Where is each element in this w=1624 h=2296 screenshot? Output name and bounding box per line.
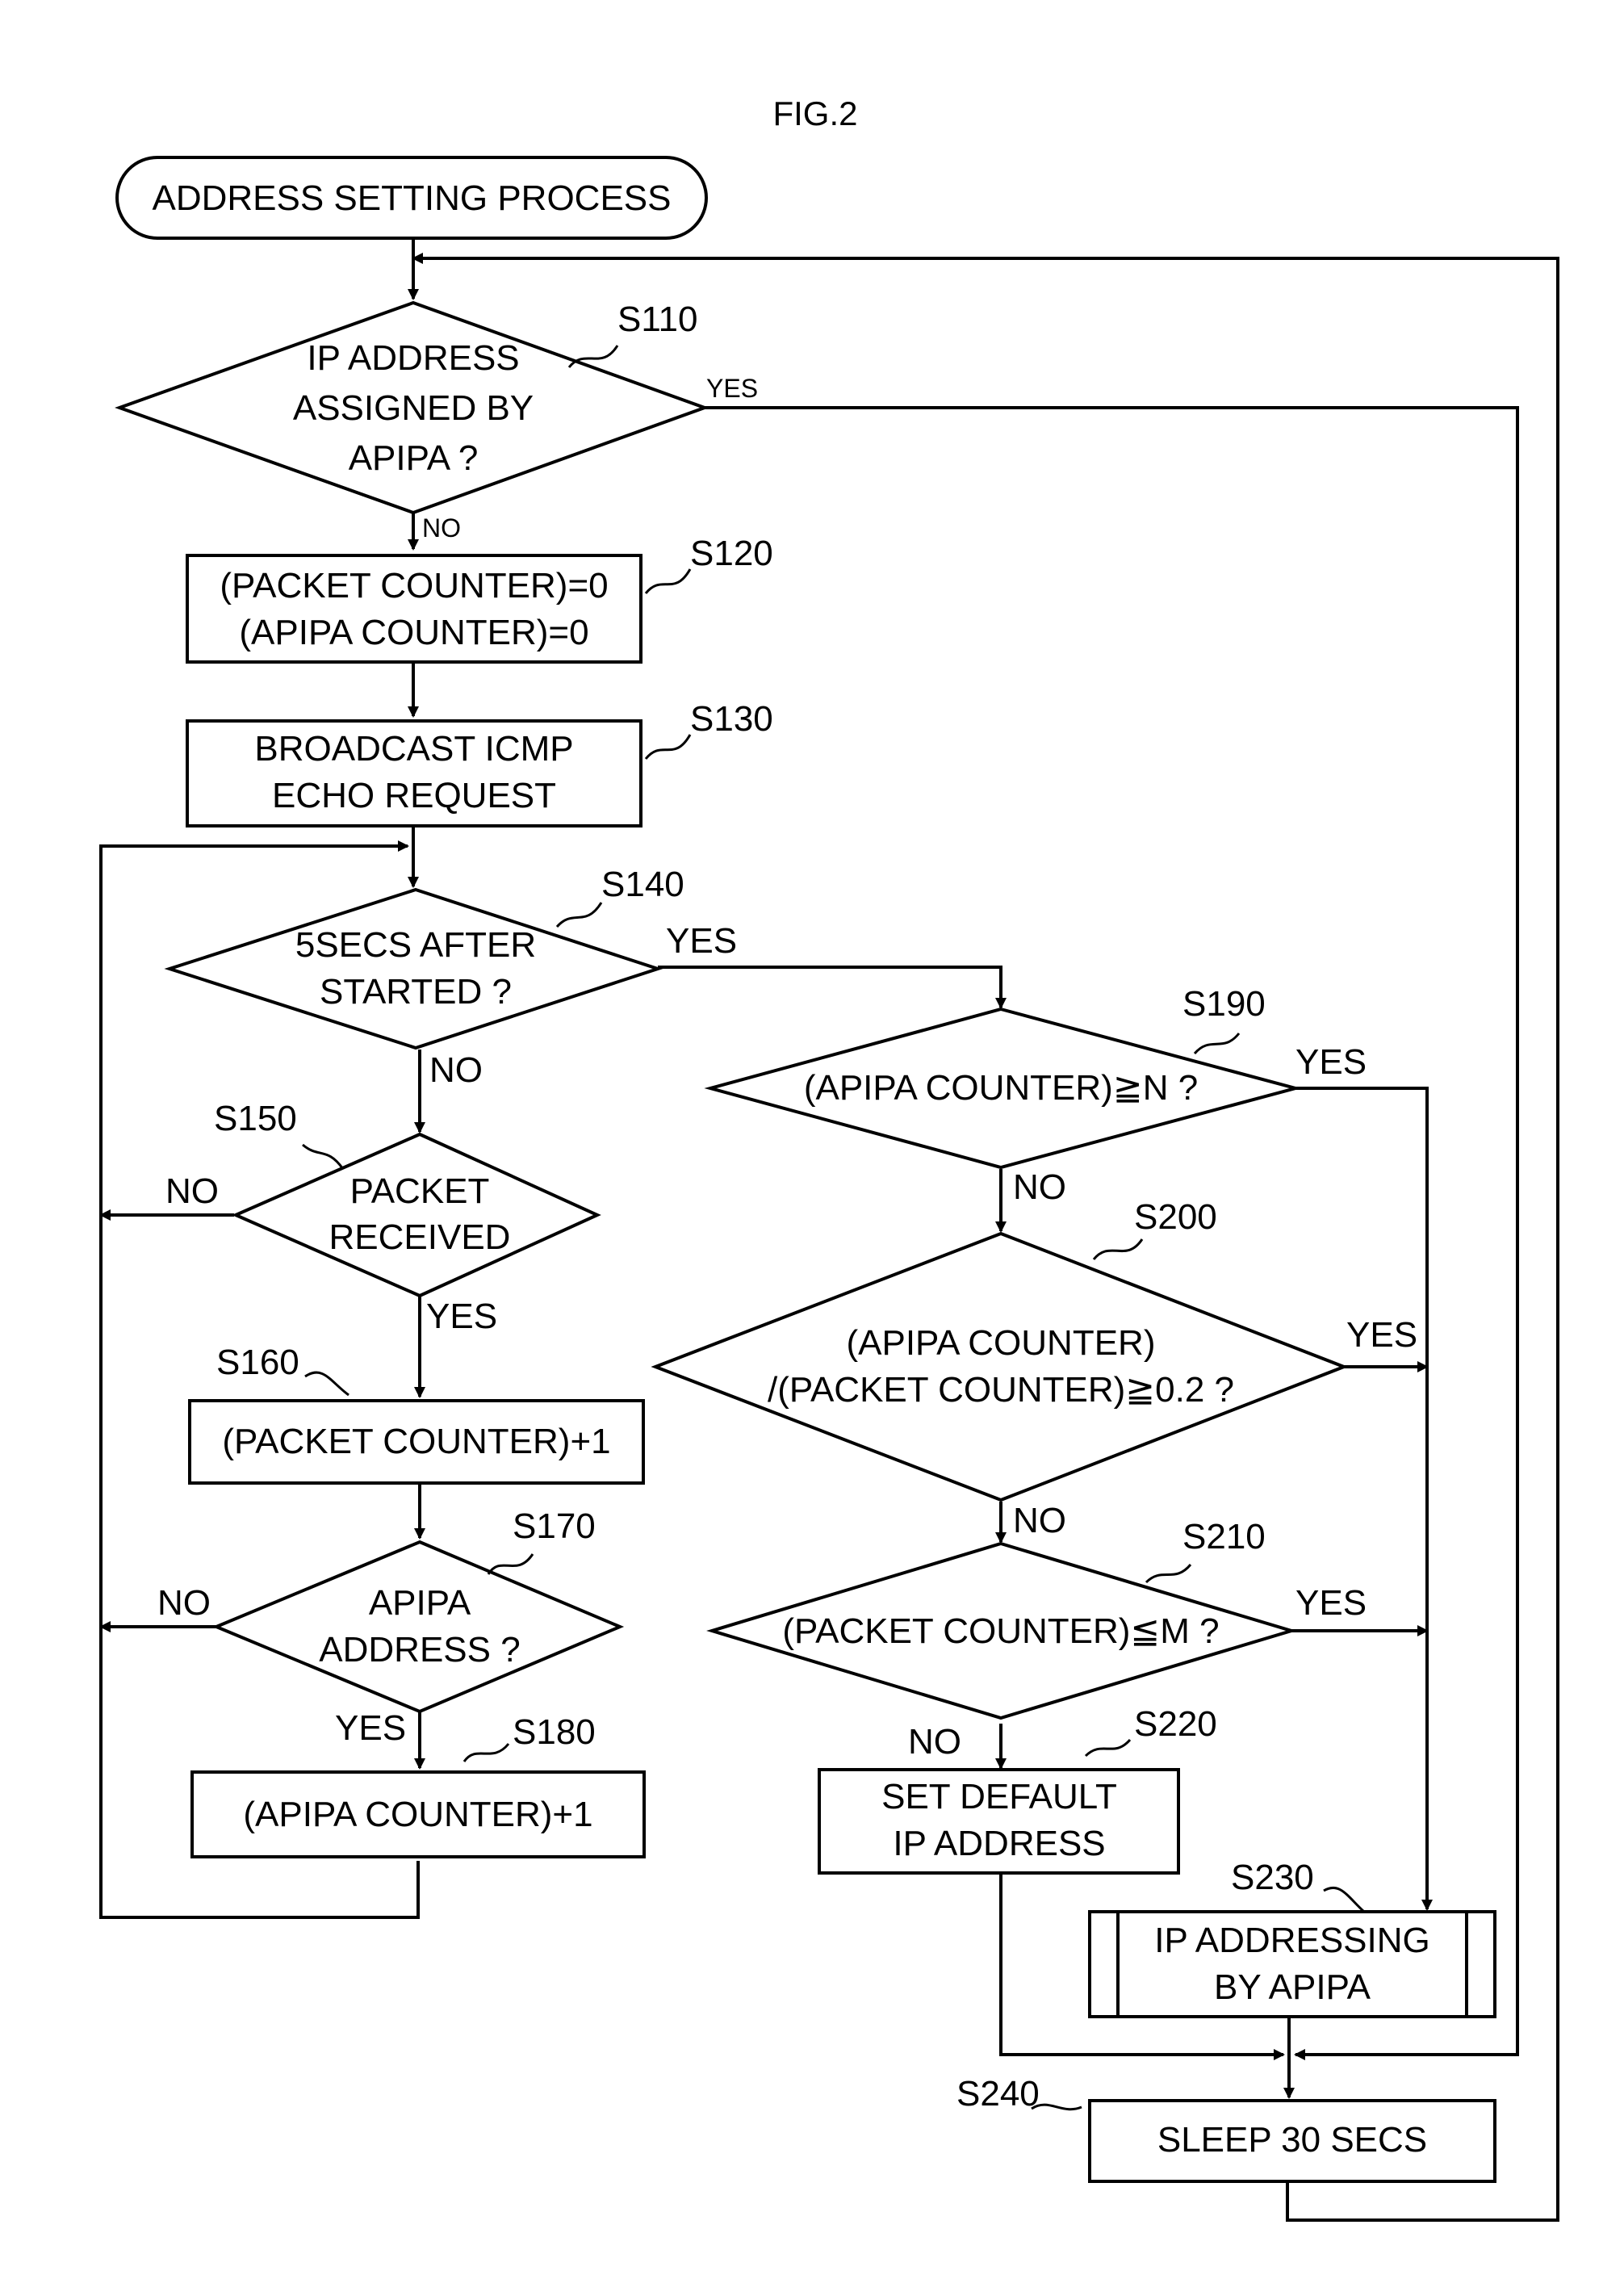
figure-label: FIG.2 [772, 94, 857, 132]
s190-yes-label: YES [1295, 1042, 1367, 1082]
s130-id: S130 [690, 699, 773, 739]
s200-line-1: (APIPA COUNTER) [846, 1323, 1155, 1363]
s140-line-2: STARTED ? [320, 972, 512, 1012]
decision-s150 [236, 1134, 597, 1296]
s150-id: S150 [214, 1099, 297, 1138]
s120-line-1: (PACKET COUNTER)=0 [220, 566, 608, 605]
s170-yes-label: YES [335, 1708, 406, 1748]
s140-id: S140 [601, 865, 684, 904]
s110-no-label: NO [422, 513, 461, 543]
s140-no-label: NO [429, 1050, 483, 1090]
s110-line-2: ASSIGNED BY [293, 388, 534, 428]
s170-line-1: APIPA [369, 1583, 471, 1623]
s240-line-1: SLEEP 30 SECS [1157, 2120, 1427, 2160]
s170-id: S170 [513, 1506, 596, 1546]
s230-id: S230 [1231, 1858, 1314, 1897]
decision-s200 [655, 1234, 1344, 1500]
s230-line-2: BY APIPA [1214, 1967, 1371, 2007]
s190-no-label: NO [1013, 1167, 1066, 1207]
s130-line-1: BROADCAST ICMP [254, 729, 573, 769]
s110-line-1: IP ADDRESS [307, 338, 519, 378]
s210-id: S210 [1182, 1517, 1266, 1557]
s120-line-2: (APIPA COUNTER)=0 [239, 613, 588, 652]
s150-no-label: NO [165, 1171, 219, 1211]
s220-id: S220 [1134, 1704, 1217, 1744]
s160-line-1: (PACKET COUNTER)+1 [222, 1422, 610, 1461]
s150-yes-label: YES [426, 1297, 497, 1336]
s200-line-2: /(PACKET COUNTER)≧0.2 ? [768, 1370, 1234, 1410]
s190-line-1: (APIPA COUNTER)≧N ? [804, 1068, 1198, 1108]
s150-line-2: RECEIVED [329, 1217, 511, 1257]
s210-line-1: (PACKET COUNTER)≦M ? [782, 1611, 1219, 1651]
s180-line-1: (APIPA COUNTER)+1 [243, 1795, 592, 1834]
s170-line-2: ADDRESS ? [319, 1630, 520, 1670]
s180-id: S180 [513, 1712, 596, 1752]
s170-no-label: NO [157, 1583, 211, 1623]
s190-id: S190 [1182, 984, 1266, 1024]
s140-yes-label: YES [666, 921, 737, 961]
decision-s140 [170, 890, 658, 1048]
s200-no-label: NO [1013, 1501, 1066, 1540]
s240-id: S240 [956, 2074, 1040, 2114]
s200-id: S200 [1134, 1197, 1217, 1237]
s140-line-1: 5SECS AFTER [295, 925, 536, 965]
s220-line-1: SET DEFAULT [881, 1777, 1117, 1816]
s230-line-1: IP ADDRESSING [1154, 1921, 1430, 1960]
s220-line-2: IP ADDRESS [893, 1824, 1105, 1863]
s120-id: S120 [690, 534, 773, 573]
s110-yes-label: YES [706, 374, 758, 403]
s110-id: S110 [617, 300, 698, 339]
decision-s170 [216, 1542, 620, 1712]
start-label: ADDRESS SETTING PROCESS [152, 178, 671, 218]
s210-no-label: NO [908, 1722, 961, 1762]
s110-line-3: APIPA ? [349, 438, 479, 478]
s150-line-1: PACKET [350, 1171, 490, 1211]
s200-yes-label: YES [1346, 1315, 1417, 1355]
s210-yes-label: YES [1295, 1583, 1367, 1623]
s130-line-2: ECHO REQUEST [272, 776, 556, 815]
s160-id: S160 [216, 1343, 299, 1382]
